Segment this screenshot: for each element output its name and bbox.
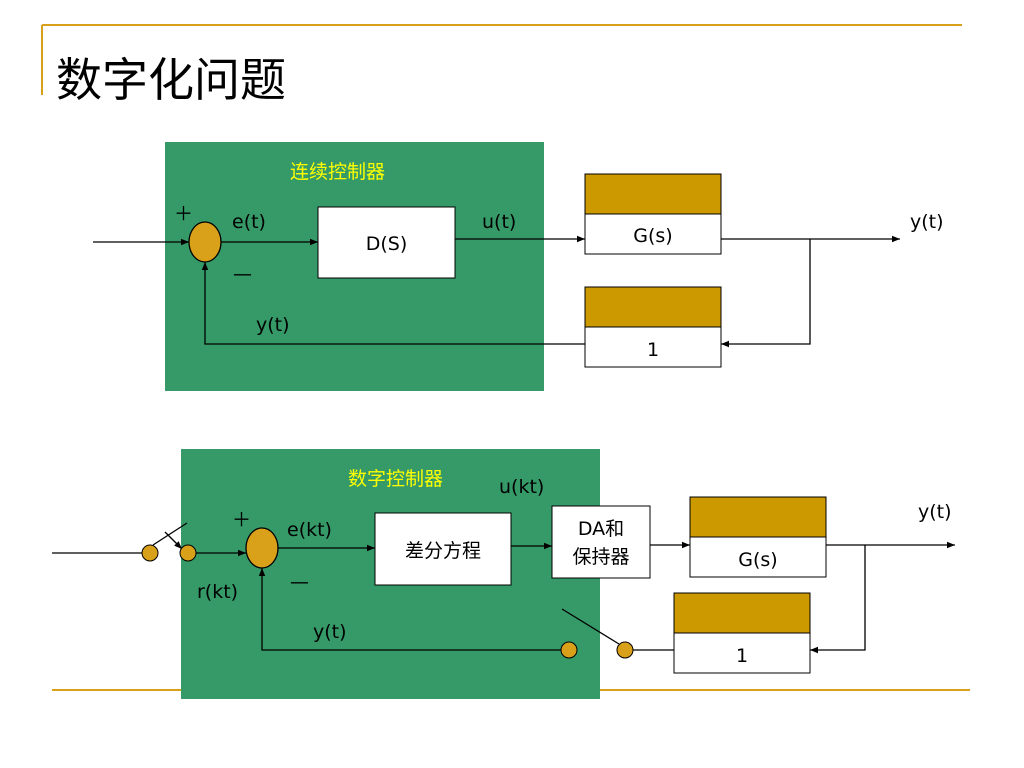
digital-controller-block [374, 512, 512, 586]
feedback-sampler-contact-right [616, 641, 634, 659]
continuous-error-label: e(t) [232, 211, 266, 233]
continuous-summing-junction [188, 221, 222, 263]
continuous-feedback-gain: 1 [647, 339, 659, 361]
continuous-output-label: y(t) [910, 211, 944, 233]
digital-sample-label: r(kt) [197, 581, 238, 603]
slide-title: 数字化问题 [56, 53, 286, 107]
feedback-sampler-arm [561, 608, 620, 645]
continuous-panel-label: 连续控制器 [290, 161, 385, 183]
dac-hold-label-line1: DA和 [578, 518, 624, 540]
continuous-feedback-header [584, 286, 722, 328]
digital-sampler-arm [152, 522, 188, 546]
digital-control-label: u(kt) [499, 476, 544, 498]
digital-feedback-header [673, 592, 811, 634]
continuous-plant-label: G(s) [633, 225, 672, 247]
continuous-controller-label: D(S) [366, 233, 408, 255]
digital-feedback-gain: 1 [736, 645, 748, 667]
digital-plant-block [689, 536, 827, 578]
continuous-plant-block [584, 213, 722, 255]
digital-error-label: e(kt) [287, 519, 332, 541]
digital-plus-sign: ＋ [232, 509, 251, 531]
continuous-feedback-line [201, 262, 585, 345]
continuous-plant-header [584, 173, 722, 215]
digital-plant-label: G(s) [738, 549, 777, 571]
digital-plant-header [689, 496, 827, 538]
continuous-control-label: u(t) [482, 211, 516, 233]
digital-feedback-block [673, 632, 811, 674]
digital-output-label: y(t) [918, 501, 952, 523]
continuous-controller-block [317, 206, 456, 279]
continuous-feedback-tap [721, 239, 811, 348]
dac-hold-label-line2: 保持器 [572, 546, 629, 568]
digital-feedback-label: y(t) [313, 621, 347, 643]
digital-panel-label: 数字控制器 [348, 468, 443, 490]
digital-sampler-arrow [164, 531, 183, 550]
feedback-sampler-contact-left [560, 641, 578, 659]
digital-sampler-contact-right [179, 544, 197, 562]
digital-sampler-contact-left [141, 544, 159, 562]
digital-summing-junction [245, 527, 279, 569]
continuous-feedback-label: y(t) [256, 314, 290, 336]
dac-hold-block [551, 505, 651, 579]
digital-feedback-tap [810, 545, 866, 654]
continuous-feedback-block [584, 326, 722, 368]
continuous-minus-sign: — [233, 263, 252, 285]
digital-feedback-line [258, 568, 561, 651]
digital-controller-label: 差分方程 [405, 540, 481, 562]
digital-minus-sign: — [290, 571, 309, 593]
continuous-plus-sign: ＋ [174, 203, 193, 225]
